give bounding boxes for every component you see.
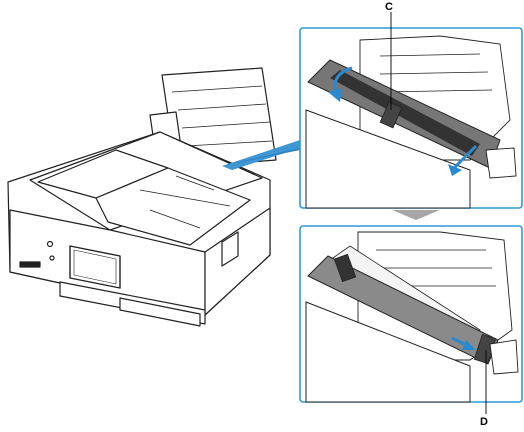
blue-curved-arrow-head [328, 88, 342, 102]
bottom-cover [305, 301, 471, 403]
printer-drawing [7, 67, 277, 327]
top-detail-panel [299, 12, 523, 209]
left-guide [333, 253, 357, 283]
top-panel-slots [379, 53, 493, 93]
scanner-lid [95, 167, 251, 246]
touch-screen-inner [73, 249, 117, 285]
top-side-bracket [485, 147, 517, 179]
bottom-tray [307, 255, 499, 365]
down-triangle-icon [392, 210, 440, 220]
callout-label-d: D [480, 416, 488, 428]
blue-slide-arrow-head [462, 340, 476, 350]
bottom-detail-panel [299, 225, 523, 414]
callout-label-c: C [385, 1, 393, 13]
blue-zoom-wedge-icon [222, 140, 300, 170]
right-side [204, 207, 271, 316]
top-cover [305, 109, 471, 209]
front-tray [119, 297, 201, 327]
power-button [46, 240, 54, 248]
scanner-lid-detail [139, 175, 231, 229]
card-slot [19, 261, 41, 268]
paper-support-slots [171, 85, 273, 147]
blue-curved-arrow-head-2 [448, 164, 462, 176]
blue-zoom-wedge-lower [222, 148, 300, 166]
top-tray-slot [330, 70, 480, 156]
home-button [49, 255, 55, 261]
side-handle [221, 231, 239, 267]
bottom-side-bracket [489, 339, 519, 375]
paper-guide-c [379, 101, 403, 129]
touch-screen [69, 245, 121, 289]
